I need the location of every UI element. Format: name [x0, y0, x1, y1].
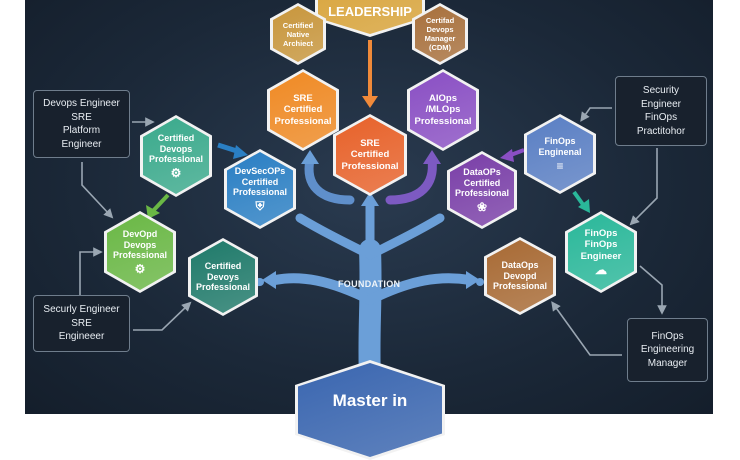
shield-icon: ⛨ — [255, 199, 265, 214]
hex-sre-top: SRE Certified Professional — [267, 69, 339, 151]
hex-native-architect: Certified Native Archiect — [270, 3, 326, 65]
hex-label: Certified Native Archiect — [282, 20, 314, 48]
role-box-right-top: Security Engineer FinOps Practitohor — [615, 76, 707, 146]
hex-master: Master in — [295, 360, 445, 460]
hex-label: SRE Certified Professional — [341, 137, 399, 172]
hex-dataops-cert: DataOPs Certified Professional❀ — [447, 151, 517, 229]
hex-label: FinOps Enginenal — [538, 136, 582, 157]
brain-icon: ❀ — [476, 200, 488, 215]
hex-leadership: LEADERSHIP — [315, 0, 425, 37]
hex-cdm: Certifad Devops Manager (CDM) — [412, 3, 468, 65]
hex-label: Master in — [332, 391, 408, 410]
hex-aiops: AIOps /MLOps Professional — [407, 69, 479, 151]
role-box-left-bottom: Securly Engineer SRE Engineeer — [33, 295, 130, 352]
hex-devopd: DevOpd Devops Professional⚙ — [104, 211, 176, 293]
hex-label: DevOpd Devops Professional — [112, 228, 168, 261]
hex-label: FinOps FinOps Engineer — [580, 227, 622, 262]
connector-arrows — [79, 107, 667, 356]
hex-label: SRE Certified Professional — [274, 92, 332, 127]
gear-icon: ⚙ — [170, 166, 182, 181]
cloud-icon: ☁ — [595, 263, 607, 278]
role-box-left-top: Devops Engineer SRE Platform Engineer — [33, 90, 130, 158]
hex-dataops-devopd: DataOps Devopd Professional — [484, 237, 556, 315]
database-icon: ≡ — [556, 158, 564, 173]
hex-devoys: Certified Devoys Professional — [188, 238, 258, 316]
foundation-label: FOUNDATION — [338, 279, 401, 289]
hex-label: AIOps /MLOps Professional — [414, 92, 472, 127]
hex-finops-eng: FinOps Enginenal≡ — [524, 114, 596, 194]
hex-label: Certifad Devops Manager (CDM) — [424, 16, 456, 52]
hex-label: LEADERSHIP — [328, 4, 412, 20]
hex-finops-finops: FinOps FinOps Engineer☁ — [565, 211, 637, 293]
hex-sre-center: SRE Certified Professional — [333, 114, 407, 196]
role-box-right-bottom: FinOps Engineering Manager — [627, 318, 708, 382]
hex-label: DataOps Devopd Professional — [492, 259, 548, 292]
hex-devsecops: DevSecOPs Certified Professional⛨ — [224, 149, 296, 229]
hex-label: DevSecOPs Certified Professional — [232, 165, 288, 198]
hex-label: Certified Devoys Professional — [195, 260, 251, 293]
gear-icon: ⚙ — [134, 262, 146, 277]
hex-cdp: Certified Devops Professlonal⚙ — [140, 115, 212, 197]
hex-label: Certified Devops Professlonal — [148, 132, 204, 165]
hex-label: DataOPs Certified Professional — [454, 166, 510, 199]
